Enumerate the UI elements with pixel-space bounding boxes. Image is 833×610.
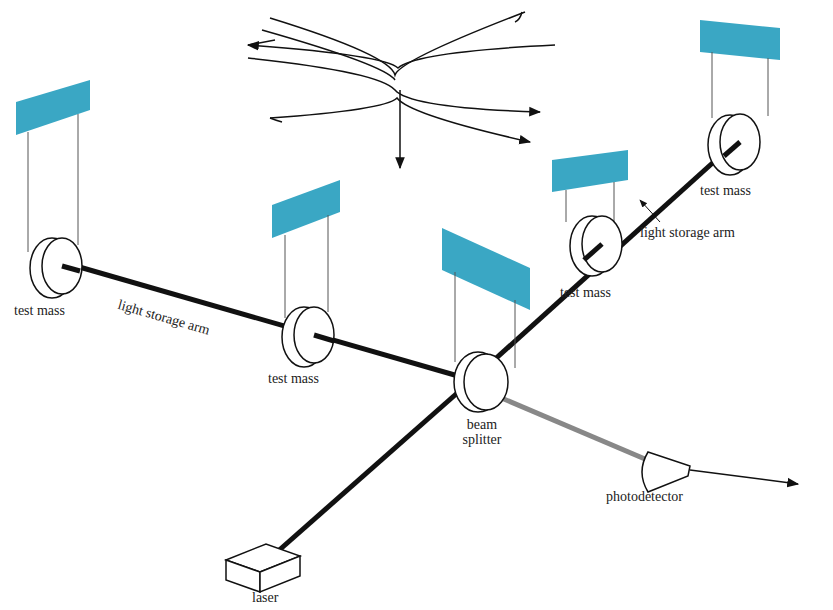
signal-arrow xyxy=(690,470,798,484)
part-label: test mass xyxy=(268,372,319,387)
part-label: laser xyxy=(252,591,278,606)
suspension-plates xyxy=(16,20,780,310)
laser-beam xyxy=(268,380,472,560)
laser-box xyxy=(226,544,300,592)
part-label: light storage arm xyxy=(640,226,735,241)
part-label: light storage arm xyxy=(116,298,211,338)
part-label: beam splitter xyxy=(452,418,512,447)
suspension-wires xyxy=(28,52,768,368)
photodetector-symbol xyxy=(642,452,690,492)
part-label: test mass xyxy=(560,286,611,301)
gravitational-wave xyxy=(248,12,555,168)
part-label: test mass xyxy=(14,304,65,319)
part-label: test mass xyxy=(700,184,751,199)
test-masses xyxy=(30,114,760,412)
part-label: photodetector xyxy=(606,490,683,505)
leader-line xyxy=(640,200,660,222)
light-arm xyxy=(62,262,472,380)
